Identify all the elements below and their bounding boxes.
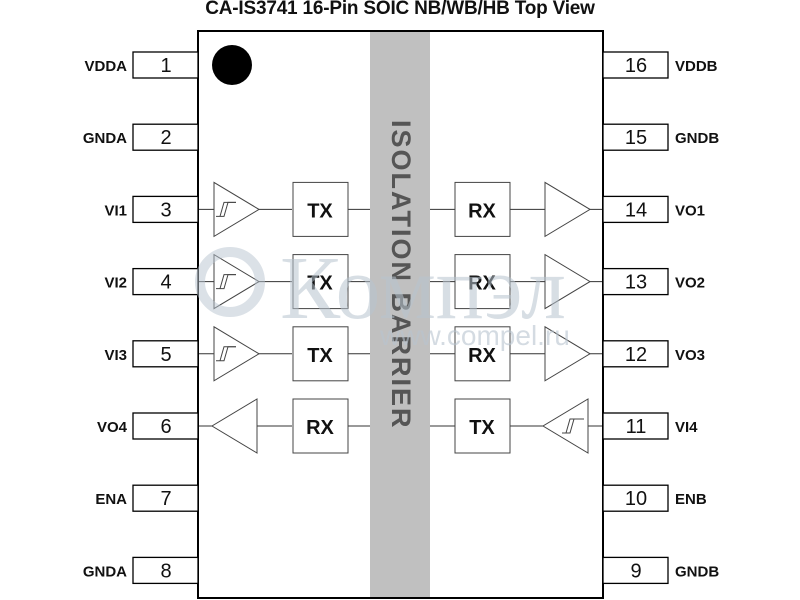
pin-number: 11 — [626, 416, 647, 438]
block-right — [454, 181, 511, 237]
output-buffer-icon — [211, 398, 258, 454]
schmitt-trigger-buffer-icon — [213, 181, 260, 238]
schmitt-trigger-buffer-icon — [542, 398, 589, 454]
block-left-label: TX — [307, 273, 333, 295]
pin-box-9 — [602, 556, 669, 585]
block-left-label: RX — [306, 417, 334, 439]
block-right-label: RX — [468, 200, 496, 222]
output-buffer-icon — [544, 325, 591, 382]
pin-label: VI1 — [104, 202, 127, 219]
output-buffer-icon — [544, 181, 591, 238]
schmitt-trigger-buffer-icon — [213, 253, 260, 310]
pin-label: GNDA — [83, 563, 127, 580]
channel-3: TX RX — [199, 325, 602, 382]
pin-label: VI3 — [104, 347, 127, 364]
pin-number: 4 — [160, 272, 171, 294]
pin-label: VO4 — [97, 419, 128, 436]
schmitt-trigger-buffer-icon — [213, 325, 260, 382]
pin-label: GNDA — [83, 130, 127, 147]
block-left-label: TX — [307, 345, 333, 367]
pin-number: 12 — [625, 344, 647, 366]
isolation-barrier — [370, 32, 430, 597]
pin-box-3 — [132, 195, 199, 224]
pin-number: 8 — [160, 560, 171, 582]
block-right — [454, 398, 511, 454]
block-right-label: TX — [469, 417, 495, 439]
pin-box-6 — [132, 412, 199, 440]
pin-box-11 — [602, 412, 669, 440]
block-left — [292, 398, 349, 454]
pin-box-7 — [132, 484, 199, 512]
pin-number: 13 — [625, 272, 647, 294]
channels: TX RX TX RX TX RX RX TX — [199, 181, 602, 454]
hysteresis-icon — [219, 201, 236, 217]
pin-number: 1 — [160, 55, 171, 77]
pin-label: VO2 — [675, 275, 705, 292]
pin-box-10 — [602, 484, 669, 512]
pin-box-14 — [602, 195, 669, 224]
watermark-text: Компэл — [280, 239, 566, 338]
pin-box-8 — [132, 556, 199, 585]
pin-label: VI4 — [675, 419, 698, 436]
pin-number: 6 — [160, 416, 171, 438]
hysteresis-icon — [565, 418, 584, 434]
pin-number: 2 — [160, 127, 171, 149]
pin-box-4 — [132, 267, 199, 296]
pin-number: 10 — [625, 488, 647, 510]
block-right — [454, 326, 511, 382]
pin-number: 9 — [630, 560, 641, 582]
block-left — [292, 181, 349, 237]
pin-label: VO1 — [675, 202, 705, 219]
pin-label: ENA — [95, 491, 127, 508]
channel-1: TX RX — [199, 181, 602, 238]
pin1-marker-dot — [212, 45, 252, 85]
hysteresis-icon — [219, 274, 236, 289]
block-right — [454, 254, 511, 310]
pin-number: 15 — [625, 127, 647, 149]
pin-box-13 — [602, 267, 669, 296]
output-buffer-icon — [544, 253, 591, 310]
pin-number: 14 — [625, 199, 647, 221]
pin-number: 3 — [160, 199, 171, 221]
pin-box-16 — [602, 51, 669, 79]
pin-box-2 — [132, 123, 199, 151]
block-left-label: TX — [307, 200, 333, 222]
pin-label: ENB — [675, 491, 707, 508]
pin-label: GNDB — [675, 563, 719, 580]
pin-box-1 — [132, 51, 199, 79]
diagram-title: CA-IS3741 16-Pin SOIC NB/WB/HB Top View — [205, 0, 595, 19]
watermark-url: www.compel.ru — [379, 320, 570, 351]
pin-number: 16 — [625, 55, 647, 77]
pin-number: 7 — [160, 488, 171, 510]
pin-label: VO3 — [675, 347, 705, 364]
pin-label: GNDB — [675, 130, 719, 147]
barrier-label: ISOLATION BARRIER — [386, 120, 416, 430]
pin-box-15 — [602, 123, 669, 151]
watermark-logo-icon — [195, 247, 265, 317]
block-left — [292, 254, 349, 310]
watermark: Компэл www.compel.ru — [195, 239, 570, 351]
hysteresis-icon — [219, 346, 236, 361]
pin-label: VI2 — [104, 275, 127, 292]
pin-number: 5 — [160, 344, 171, 366]
pin-label: VDDA — [84, 58, 127, 75]
channel-2: TX RX — [199, 253, 602, 310]
block-right-label: RX — [468, 345, 496, 367]
channel-4: RX TX — [199, 398, 602, 454]
block-left — [292, 326, 349, 382]
pin-box-5 — [132, 340, 199, 368]
block-right-label: RX — [468, 273, 496, 295]
pin-label: VDDB — [675, 58, 718, 75]
pin-box-12 — [602, 340, 669, 368]
